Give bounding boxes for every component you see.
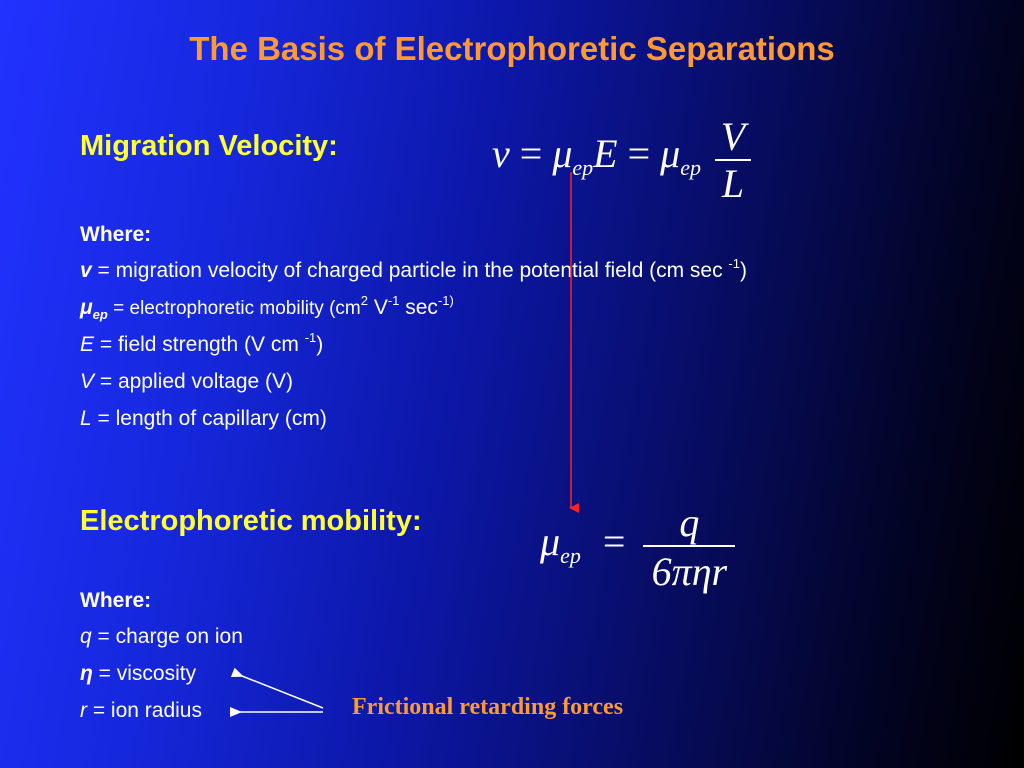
def-L-symbol: L [80, 407, 92, 430]
def-mu-subscript: ep [92, 307, 108, 322]
def-mu-ep: μep = electrophoretic mobility (cm2 V-1 … [80, 293, 454, 322]
def-E: E = field strength (V cm -1) [80, 330, 324, 357]
eq-mu-3: μ [540, 519, 561, 564]
def-E-symbol: E [80, 333, 95, 356]
migration-velocity-heading: Migration Velocity: [80, 130, 338, 162]
def-v-symbol: v [80, 259, 92, 282]
migration-velocity-equation: v = μepE = μep V L [492, 104, 752, 207]
eq-equals-2: = [627, 131, 651, 176]
def-E-tail: ) [316, 333, 324, 356]
eq-mu-sub-1: ep [572, 155, 594, 180]
def-r-symbol: r [80, 699, 87, 722]
eq-mu-2: μ [660, 131, 681, 176]
slide-title: The Basis of Electrophoretic Separations [189, 30, 835, 67]
def-mu-sup-2: -1 [387, 293, 400, 308]
def-mu-text: = electrophoretic mobility (cm [107, 298, 361, 319]
eq-equals-1: = [519, 131, 543, 176]
def-V: V = applied voltage (V) [80, 370, 293, 394]
def-mu-sup-1: 2 [360, 293, 368, 308]
fraction-bar-2 [643, 545, 736, 547]
def-L-text: = length of capillary (cm) [91, 407, 327, 430]
fraction-bar [715, 159, 752, 161]
eq-equals-3: = [602, 519, 626, 564]
eq-fraction-V-over-L: V L [715, 114, 752, 207]
def-q-text: = charge on ion [91, 625, 243, 648]
eq-mu-1: μ [552, 131, 573, 176]
def-v-tail: ) [739, 259, 747, 282]
def-eta: η = viscosity [80, 662, 196, 686]
def-mu-sup-3: -1) [437, 293, 454, 308]
frictional-forces-callout: Frictional retarding forces [352, 694, 624, 720]
def-E-sup: -1 [304, 330, 317, 345]
def-L: L = length of capillary (cm) [80, 407, 327, 431]
def-mu-mid: V [367, 296, 388, 319]
eq-mu-sub-3: ep [560, 543, 581, 568]
mobility-equation: μep = q 6πηr [540, 492, 736, 594]
eq-denominator-L: L [721, 161, 745, 206]
eq-numerator-V: V [720, 114, 746, 159]
def-E-text: = field strength (V cm [94, 333, 305, 356]
def-v-sup: -1 [728, 256, 740, 271]
def-r: r = ion radius [80, 699, 202, 723]
def-mu-mid-2: sec [399, 296, 438, 319]
def-V-symbol: V [80, 370, 95, 393]
def-mu-symbol: μ [80, 296, 93, 319]
def-q-symbol: q [80, 625, 92, 648]
eq-fraction-q-over-6pietar: q 6πηr [643, 500, 736, 597]
def-eta-text: = viscosity [92, 662, 197, 685]
def-v: v = migration velocity of charged partic… [80, 256, 747, 283]
eq-mu-sub-2: ep [680, 155, 702, 180]
migration-where-label: Where: [80, 223, 152, 246]
eq-E: E [593, 131, 618, 176]
mobility-where-label: Where: [80, 589, 152, 612]
def-q: q = charge on ion [80, 625, 243, 649]
def-v-text: = migration velocity of charged particle… [91, 259, 729, 282]
electrophoretic-mobility-heading: Electrophoretic mobility: [80, 505, 422, 537]
arrow-to-viscosity [230, 667, 324, 709]
def-r-text: = ion radius [87, 699, 202, 722]
eq-denominator-6pietar: 6πηr [651, 549, 728, 594]
def-eta-symbol: η [80, 662, 93, 685]
eq-numerator-q: q [679, 500, 700, 545]
eq-v: v [492, 131, 510, 176]
def-V-text: = applied voltage (V) [94, 370, 294, 393]
